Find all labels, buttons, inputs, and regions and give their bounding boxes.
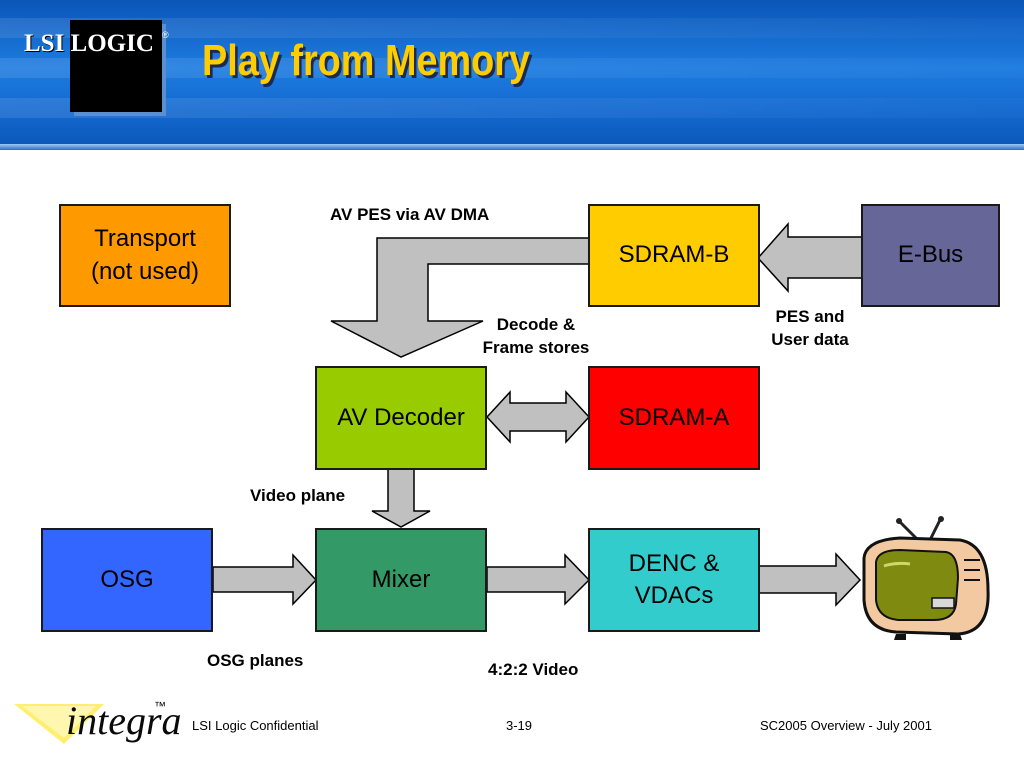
footer-confidential: LSI Logic Confidential bbox=[192, 718, 319, 733]
sdram-a-block: SDRAM-A bbox=[588, 366, 760, 470]
lsi-logic-logo-box bbox=[70, 20, 162, 112]
slide-header: LSI LOGIC ® Play from Memory bbox=[0, 0, 1024, 150]
osg-block: OSG bbox=[41, 528, 213, 632]
footer-page-number: 3-19 bbox=[506, 718, 533, 733]
arrow-decoder-to-mixer bbox=[371, 468, 431, 528]
denc-vdacs-block: DENC & VDACs bbox=[588, 528, 760, 632]
av-decoder-block: AV Decoder bbox=[315, 366, 487, 470]
av-pes-label: AV PES via AV DMA bbox=[330, 205, 490, 224]
arrow-decoder-sdrama bbox=[485, 390, 591, 444]
video-422-label: 4:2:2 Video bbox=[488, 660, 579, 679]
arrow-ebus-to-sdramb bbox=[756, 222, 864, 293]
transport-block: Transport (not used) bbox=[59, 204, 231, 307]
arrow-denc-to-tv bbox=[758, 552, 862, 607]
ebus-block: E-Bus bbox=[861, 204, 1000, 307]
decode-frame-stores-label: Decode & Frame stores bbox=[482, 315, 590, 357]
header-stripe bbox=[0, 58, 1024, 78]
mixer-block: Mixer bbox=[315, 528, 487, 632]
integra-wordmark: integra bbox=[66, 698, 182, 743]
video-plane-label: Video plane bbox=[250, 486, 346, 505]
header-stripe bbox=[0, 98, 1024, 118]
integra-logo: integra ™ bbox=[14, 698, 182, 744]
header-rule bbox=[0, 144, 1024, 150]
arrow-osg-to-mixer bbox=[212, 553, 318, 606]
arrow-mixer-to-denc bbox=[486, 553, 591, 606]
pes-user-data-label: PES and User data bbox=[771, 307, 849, 349]
television-icon bbox=[862, 516, 990, 640]
sdram-b-block: SDRAM-B bbox=[588, 204, 760, 307]
trademark-mark: ™ bbox=[154, 699, 166, 713]
osg-planes-label: OSG planes bbox=[207, 651, 304, 670]
lsi-logic-logo: LSI LOGIC bbox=[24, 30, 154, 57]
slide-title: Play from Memory bbox=[202, 36, 531, 85]
registered-mark: ® bbox=[162, 30, 169, 40]
header-stripe bbox=[0, 18, 1024, 38]
footer-overview: SC2005 Overview - July 2001 bbox=[760, 718, 932, 733]
arrow-sdramb-to-decoder bbox=[330, 237, 590, 358]
